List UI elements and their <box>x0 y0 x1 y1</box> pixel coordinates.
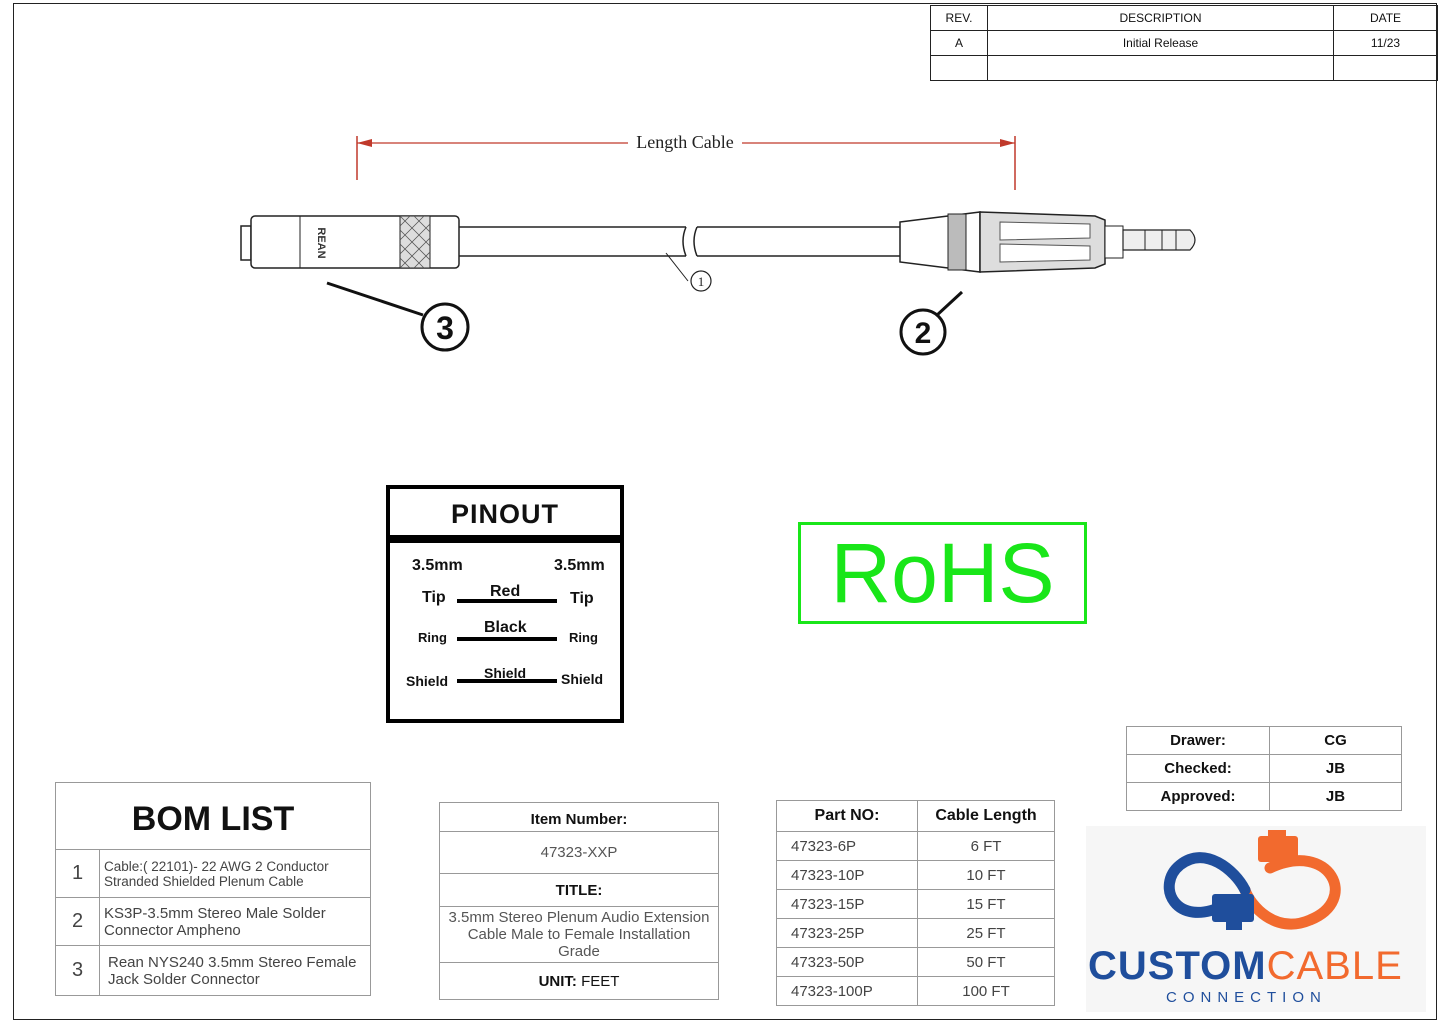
unit-value: FEET <box>576 972 620 990</box>
part-no: 47323-6P <box>776 831 918 861</box>
bom-item-description: Cable:( 22101)- 22 AWG 2 Conductor Stran… <box>104 858 329 889</box>
svg-text:1: 1 <box>698 274 705 289</box>
pinout-separator <box>390 539 620 543</box>
cable-body <box>459 226 905 257</box>
date-value: 11/23 <box>1333 30 1438 56</box>
company-logo-icon <box>1086 826 1426 1012</box>
bom-item-number: 2 <box>56 898 100 945</box>
pin-right-ring: Ring <box>569 630 598 645</box>
bom-item: 3 Rean NYS240 3.5mm Stereo Female Jack S… <box>56 945 370 995</box>
bom-item-number: 1 <box>56 850 100 897</box>
item-number-block: Item Number: 47323-XXP TITLE: 3.5mm Ster… <box>439 802 719 1000</box>
logo-wordmark: CUSTOMCABLE <box>1088 944 1403 989</box>
item-number-label: Item Number: <box>440 803 718 832</box>
cable-length-header: Cable Length <box>917 800 1055 832</box>
pin-right-tip: Tip <box>570 590 594 607</box>
description-header: DESCRIPTION <box>987 5 1334 31</box>
part-no: 47323-100P <box>776 976 918 1006</box>
logo-word-custom: CUSTOM <box>1088 944 1267 988</box>
bom-item-description: KS3P-3.5mm Stereo Male Solder Connector … <box>104 904 326 939</box>
drawer-value: CG <box>1269 726 1402 755</box>
signoff-table: Drawer: CG Checked: JB Approved: JB <box>1126 726 1402 811</box>
part-no: 47323-25P <box>776 918 918 948</box>
pinout-right-header: 3.5mm <box>554 557 605 574</box>
wire-label-red: Red <box>490 583 521 600</box>
approved-label: Approved: <box>1126 782 1270 811</box>
part-no-header: Part NO: <box>776 800 918 832</box>
rean-brand: REAN <box>315 227 327 258</box>
pinout-left-header: 3.5mm <box>412 557 463 574</box>
bom-item: 2 KS3P-3.5mm Stereo Male Solder Connecto… <box>56 897 370 945</box>
svg-text:3: 3 <box>436 310 454 346</box>
pin-right-shield: Shield <box>561 671 604 687</box>
male-connector <box>899 211 1196 273</box>
unit-label: UNIT: <box>538 972 577 990</box>
callout-1: 1 <box>665 252 712 292</box>
cable-length: 6 FT <box>917 831 1055 861</box>
date-empty <box>1333 55 1438 81</box>
drawer-label: Drawer: <box>1126 726 1270 755</box>
item-number-value: 47323-XXP <box>440 832 718 874</box>
title-value: 3.5mm Stereo Plenum Audio Extension Cabl… <box>440 907 718 963</box>
unit-row: UNIT: FEET <box>440 963 718 999</box>
part-no: 47323-10P <box>776 860 918 890</box>
wire-shield <box>457 679 557 683</box>
pinout-box: PINOUT 3.5mm 3.5mm Tip Red Tip Ring Blac… <box>386 485 624 723</box>
part-no: 47323-50P <box>776 947 918 977</box>
rev-value: A <box>930 30 988 56</box>
pin-left-ring: Ring <box>418 630 447 645</box>
bom-title: BOM LIST <box>131 800 295 838</box>
female-connector: REAN <box>240 215 460 269</box>
pin-left-tip: Tip <box>422 589 446 606</box>
approved-value: JB <box>1269 782 1402 811</box>
cable-length: 25 FT <box>917 918 1055 948</box>
cable-drawing: Length Cable REAN <box>240 132 1196 356</box>
length-label: Length Cable <box>636 132 733 152</box>
description-empty <box>987 55 1334 81</box>
rohs-mark: RoHS <box>798 522 1087 624</box>
bom-item-number: 3 <box>56 946 100 995</box>
callout-2: 2 <box>899 290 964 356</box>
part-no: 47323-15P <box>776 889 918 919</box>
rev-header: REV. <box>930 5 988 31</box>
rev-empty <box>930 55 988 81</box>
logo-word-cable: CABLE <box>1266 944 1403 988</box>
logo-subtitle: CONNECTION <box>1166 989 1327 1006</box>
revision-table: REV. DESCRIPTION DATE A Initial Release … <box>930 5 1438 81</box>
date-header: DATE <box>1333 5 1438 31</box>
length-dimension: Length Cable <box>356 132 1016 190</box>
pinout-title: PINOUT <box>390 489 620 539</box>
drawing-frame <box>13 3 1437 1020</box>
cable-length: 50 FT <box>917 947 1055 977</box>
checked-value: JB <box>1269 754 1402 783</box>
cable-length: 100 FT <box>917 976 1055 1006</box>
wire-ring <box>457 637 557 641</box>
wire-label-black: Black <box>484 619 527 636</box>
pin-left-shield: Shield <box>406 673 449 689</box>
bom-item-description: Rean NYS240 3.5mm Stereo Female Jack Sol… <box>108 953 357 988</box>
svg-text:2: 2 <box>915 317 932 350</box>
bom-list: BOM LIST 1 Cable:( 22101)- 22 AWG 2 Cond… <box>55 782 371 996</box>
wire-label-shield: Shield <box>484 665 527 681</box>
callout-3: 3 <box>326 281 470 352</box>
title-label: TITLE: <box>440 874 718 907</box>
bom-item: 1 Cable:( 22101)- 22 AWG 2 Conductor Str… <box>56 849 370 897</box>
checked-label: Checked: <box>1126 754 1270 783</box>
description-value: Initial Release <box>987 30 1334 56</box>
cable-length: 10 FT <box>917 860 1055 890</box>
cable-length: 15 FT <box>917 889 1055 919</box>
wire-tip <box>457 599 557 603</box>
